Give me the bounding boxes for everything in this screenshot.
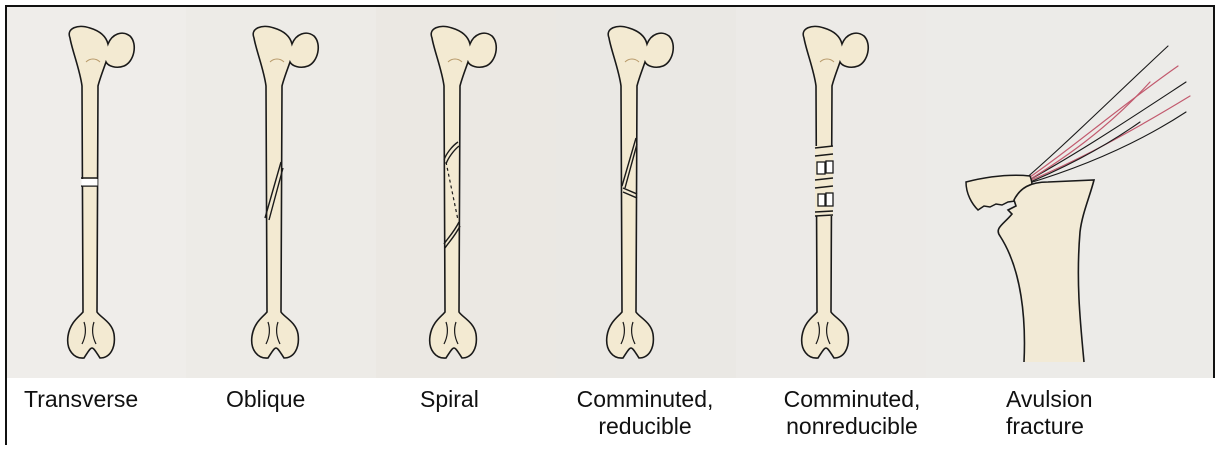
label-transverse: Transverse	[24, 386, 138, 413]
label-oblique: Oblique	[226, 386, 305, 413]
label-comminuted-nonreducible: Comminuted, nonreducible	[766, 386, 938, 440]
label-avulsion-fracture: Avulsion fracture	[1006, 386, 1093, 440]
label-comminuted-reducible: Comminuted, reducible	[560, 386, 730, 440]
label-spiral: Spiral	[420, 386, 479, 413]
